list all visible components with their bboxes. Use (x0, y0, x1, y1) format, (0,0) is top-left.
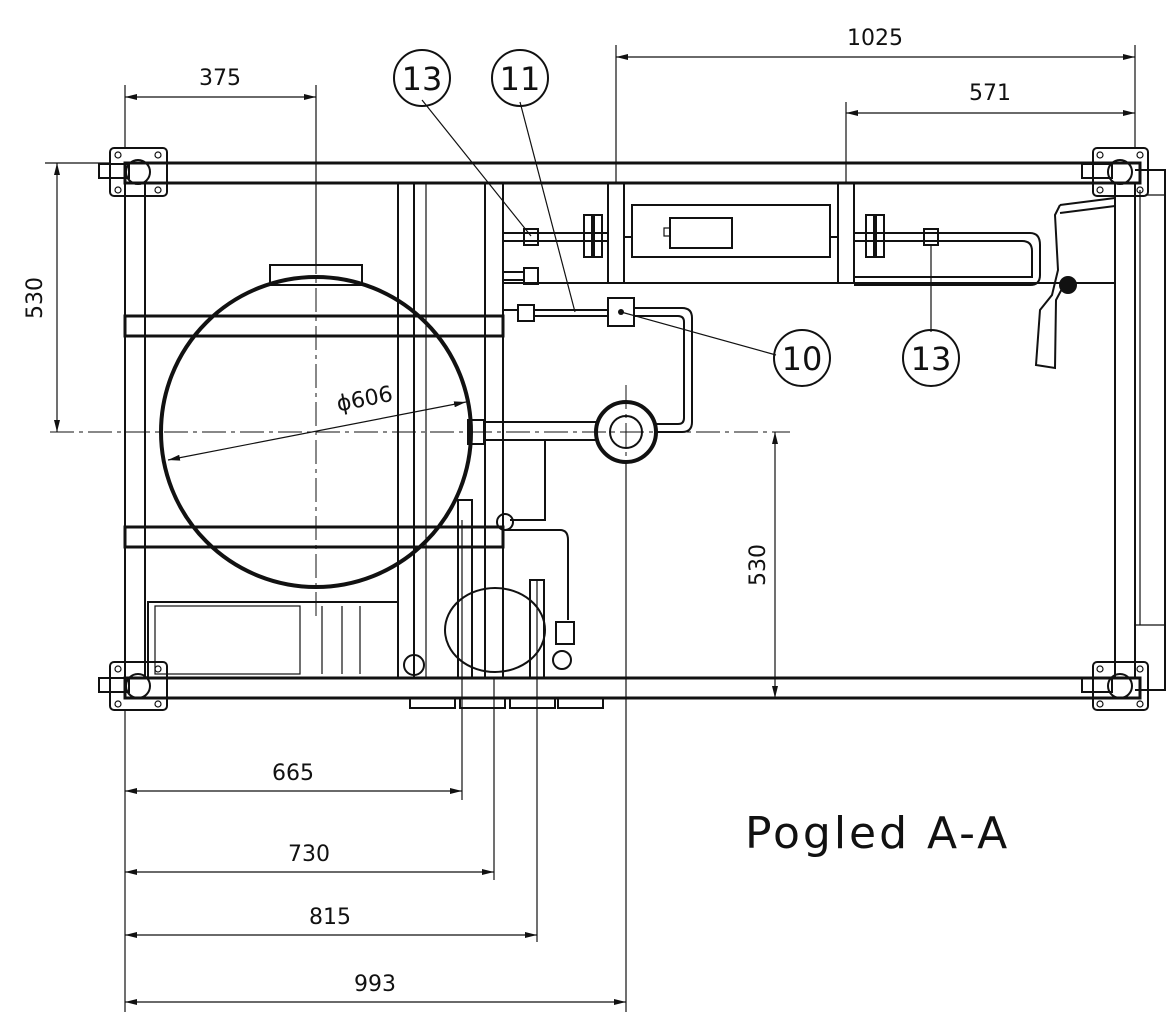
balloon-13-right: 13 (902, 245, 960, 387)
view-title: Pogled A-A (745, 808, 1010, 859)
dim-1025: 1025 (847, 26, 903, 51)
svg-text:11: 11 (500, 60, 541, 98)
dimensions: 375 1025 571 530 530 ϕ606 665 730 (23, 26, 1136, 1012)
svg-text:13: 13 (911, 340, 952, 378)
lower-cabinet (147, 601, 399, 679)
corner-bracket-top-right (1081, 147, 1149, 197)
tank-vessel (159, 264, 485, 589)
dim-571: 571 (969, 81, 1011, 106)
dim-diameter-606: ϕ606 (335, 382, 395, 417)
corner-bracket-top-left (98, 147, 168, 197)
svg-text:10: 10 (782, 340, 823, 378)
dim-530-right: 530 (746, 544, 771, 586)
balloon-11: 11 (491, 49, 576, 313)
dim-665: 665 (272, 761, 314, 786)
corner-bracket-bottom-left (98, 661, 168, 711)
balloon-13-top: 13 (393, 49, 532, 237)
dim-993: 993 (354, 972, 396, 997)
dim-530-left: 530 (23, 277, 48, 319)
frame (123, 161, 1166, 700)
svg-text:13: 13 (402, 60, 443, 98)
corner-bracket-bottom-right (1081, 661, 1149, 711)
dim-375: 375 (199, 66, 241, 91)
dim-815: 815 (309, 905, 351, 930)
balloon-10: 10 (620, 311, 831, 387)
dim-730: 730 (288, 842, 330, 867)
